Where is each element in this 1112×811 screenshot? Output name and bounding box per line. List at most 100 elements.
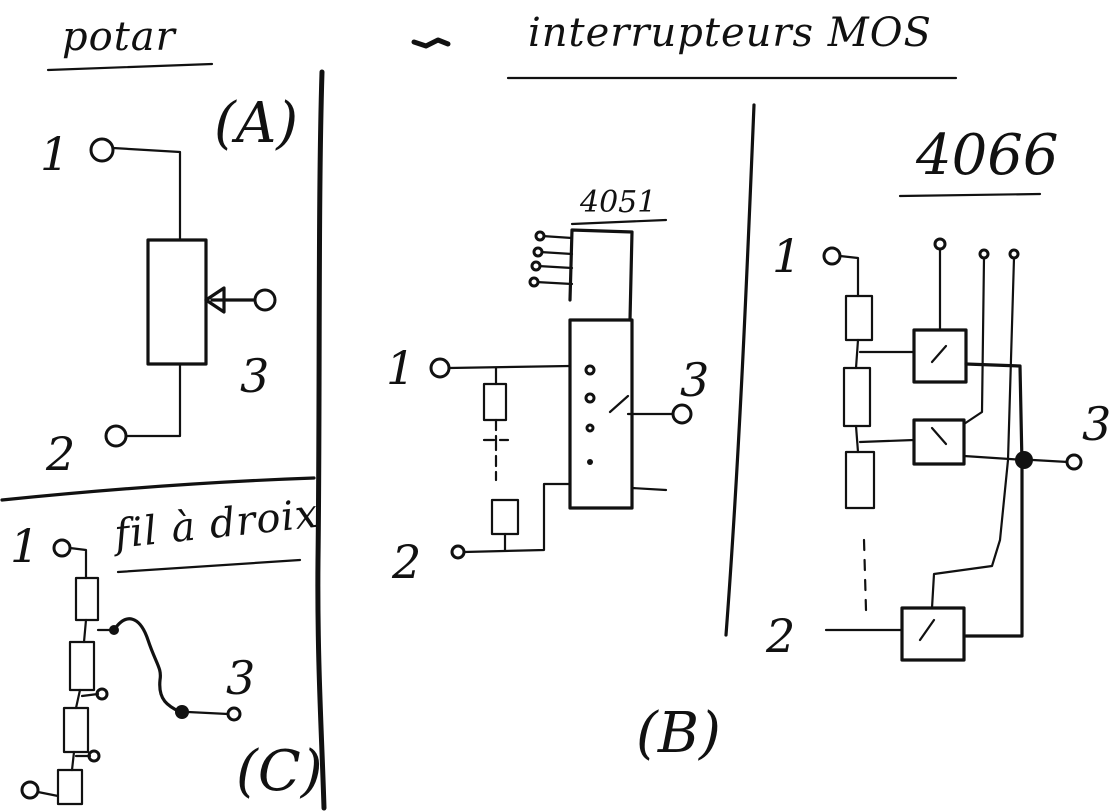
address-pin-3 [530, 260, 542, 272]
panel-label-a: (A) [214, 91, 298, 156]
mux-4051-wire-2 [462, 482, 572, 554]
switch-4066-resistor-1 [844, 294, 874, 342]
section-fil-a-droix: fil à droix 1 3 (C) [10, 491, 323, 806]
chip-4051-body [568, 318, 634, 510]
chip-4051-contact-3 [585, 423, 595, 433]
switch-4066-wire-r23 [854, 424, 860, 454]
potentiometer-body [146, 238, 208, 366]
potar-title-underline [46, 62, 214, 72]
switch-4066-gate-2-out [962, 454, 1026, 462]
chip-4051-contact-4 [587, 459, 593, 465]
address-pin-1 [534, 230, 546, 242]
switch-4066-control-line-2 [962, 256, 986, 426]
mux-4051-terminal-2 [450, 544, 466, 560]
switch-4066-terminal-1 [822, 246, 842, 266]
section-potar: potar (A) 1 3 2 [40, 14, 298, 481]
mux-4051-resistor-1 [482, 382, 508, 422]
fil-terminal-1 [52, 538, 72, 558]
chip-4051-label: 4051 [579, 185, 656, 220]
switch-4066-terminal-3 [1065, 453, 1083, 471]
switch-4066-wire-1 [838, 254, 860, 298]
fil-title: fil à droix [109, 491, 320, 558]
switch-4066-resistor-3 [844, 450, 876, 510]
fil-flying-wire-end [175, 705, 189, 719]
switch-4066-tap-2 [858, 438, 916, 444]
chip-4051-upper-block [568, 228, 634, 322]
panel-label-b: (B) [636, 701, 721, 766]
switch-4066-ladder-dashed [862, 538, 868, 612]
switch-4066-control-pin-3 [1008, 248, 1020, 260]
chip-4051-contact-1 [584, 364, 596, 376]
chip-4051-underline [570, 218, 668, 226]
fil-flying-wire [112, 617, 182, 714]
mux-4051-wire-1 [447, 364, 572, 370]
switch-4066-terminal-2-label: 2 [765, 609, 795, 663]
switch-4066-gate-2 [912, 418, 966, 466]
fil-wire-3 [74, 688, 82, 710]
fil-terminal-2 [20, 780, 40, 800]
mux-4051-terminal-1 [429, 357, 451, 379]
potar-terminal-1-label: 1 [40, 127, 69, 181]
fil-wire-out [186, 710, 230, 716]
fil-title-underline [116, 558, 302, 574]
chip-4066-underline [898, 192, 1042, 198]
interrupteurs-title: interrupteurs MOS [528, 10, 932, 56]
chip-4066-label: 4066 [915, 123, 1059, 188]
switch-4066-wire-r12 [854, 338, 860, 370]
mux-4051-terminal-3 [671, 403, 693, 425]
switch-4066-terminal-3-label: 3 [1082, 397, 1111, 451]
fil-resistor-1 [74, 576, 100, 622]
potar-terminal-3 [253, 288, 277, 312]
potar-wire-top [111, 146, 182, 242]
mux-4051-ladder-dashed [482, 418, 510, 482]
switch-4066-gate-1-arm [930, 344, 948, 364]
switch-4066-output-bus [964, 362, 1024, 638]
fil-wire-5 [36, 790, 60, 798]
fil-wire-4 [70, 750, 76, 772]
chip-4051-contact-2 [584, 392, 596, 404]
switch-4066-junction [1015, 451, 1033, 469]
chip-4051-right-stub [630, 486, 668, 492]
divider-a-b [315, 69, 327, 811]
fil-terminal-3 [226, 706, 242, 722]
switch-4066-control-pin-1 [933, 237, 947, 251]
header-scribble [411, 37, 451, 49]
address-pin-4 [528, 276, 540, 288]
fil-wire-1 [68, 546, 88, 580]
fil-resistor-3 [62, 706, 90, 754]
potar-terminal-1 [89, 137, 115, 163]
switch-4066: 4066 1 3 2 [765, 123, 1111, 663]
address-pin-2 [532, 246, 544, 258]
mux-4051-terminal-3-label: 3 [680, 353, 709, 407]
mux-4051: 4051 3 1 2 [386, 185, 709, 589]
fil-tap-2-stub [80, 692, 100, 698]
switch-4066-gate-3 [900, 606, 966, 662]
potar-wire-bottom [120, 362, 182, 438]
fil-terminal-3-label: 3 [226, 651, 255, 705]
panel-label-c: (C) [236, 739, 323, 804]
switch-4066-gate-3-arm [918, 618, 936, 642]
switch-4066-gate-1 [912, 328, 968, 384]
switch-4066-control-pin-2 [978, 248, 990, 260]
chip-4051-switch-arm [608, 394, 678, 416]
potar-title: potar [62, 14, 178, 60]
divider-a-c [0, 476, 316, 502]
mux-4051-resistor-last [490, 498, 520, 536]
potar-terminal-2-label: 2 [45, 427, 75, 481]
section-interrupteurs: interrupteurs MOS (B) [411, 10, 958, 766]
switch-4066-control-line-3 [930, 256, 1016, 610]
chip-4051-address-lines [534, 234, 574, 286]
divider-b-4066 [724, 103, 756, 637]
potar-terminal-3-label: 3 [240, 349, 269, 403]
fil-resistor-2 [68, 640, 96, 692]
potar-terminal-2 [104, 424, 128, 448]
fil-wire-2 [82, 618, 88, 644]
switch-4066-gate-2-arm [930, 426, 948, 446]
switch-4066-terminal-1-label: 1 [772, 229, 801, 283]
mux-4051-terminal-1-label: 1 [386, 341, 415, 395]
mux-4051-terminal-2-label: 2 [391, 535, 421, 589]
fil-terminal-1-label: 1 [10, 519, 39, 573]
fil-resistor-4 [56, 768, 84, 806]
switch-4066-wire-out [1031, 458, 1070, 464]
